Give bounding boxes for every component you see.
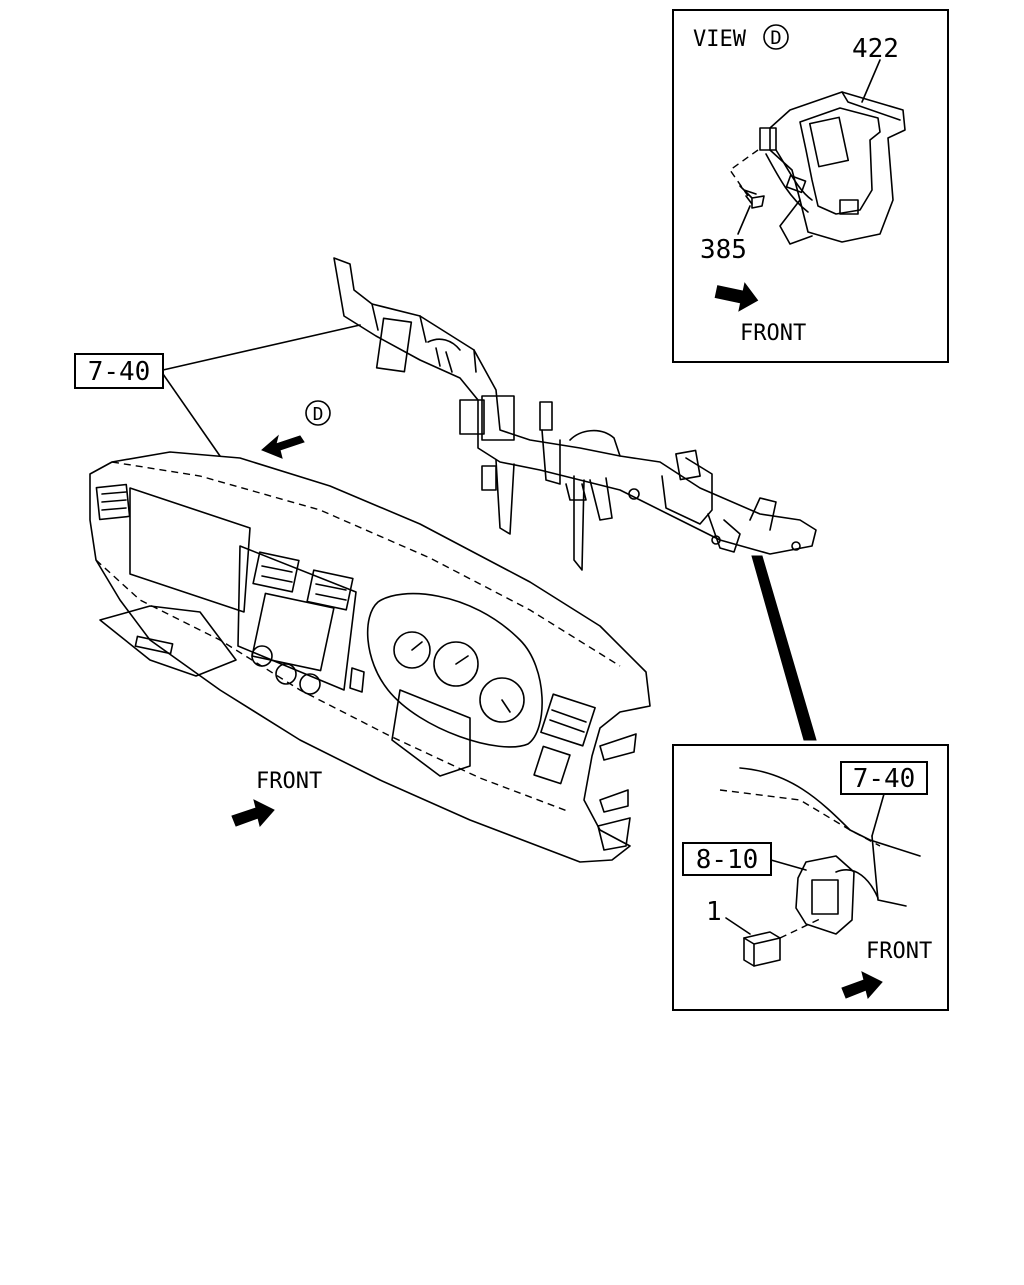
detail-dash-line [719,789,881,847]
leader-8-10 [770,859,807,871]
leader-7-40-beam [162,324,361,371]
front-label-main: FRONT [256,769,322,794]
relay-bracket [795,855,879,935]
instrument-panel [89,451,651,863]
front-arrow-icon [714,282,759,312]
callout-422: 422 [852,34,899,64]
view-d-marker-letter: D [313,404,324,425]
leader-385 [737,205,751,235]
callout-1: 1 [706,897,722,927]
front-label-detail: FRONT [866,939,932,964]
front-label-view-d: FRONT [740,321,806,346]
callout-8-10-box [682,842,772,876]
leader-422 [861,59,881,103]
detail-frame [672,744,949,1011]
leader-7-40-dash [162,373,221,457]
relay-part [743,931,781,967]
front-arrow-main-icon [231,799,275,828]
front-arrow-detail-icon [841,971,883,1000]
relay-guide [779,917,823,939]
callout-385: 385 [700,235,747,265]
callout-7-40: 7-40 [88,357,151,387]
callout-detail-7-40: 7-40 [853,764,916,794]
detail-panel-edge-2 [871,835,907,907]
view-d-inset: VIEW D 422 385 FRONT [672,9,949,363]
view-d-marker-circle [305,400,331,426]
leader-detail-7-40 [871,793,885,837]
view-d-letter: D [770,27,781,49]
view-d-circle [763,24,789,50]
callout-7-40-box [74,353,164,389]
view-d-label: VIEW [693,27,747,52]
leader-1 [725,917,751,935]
detail-leader-wedge [751,555,817,741]
view-d-frame [672,9,949,363]
view-d-arrow-icon [261,434,305,459]
detail-panel-edge [739,767,921,857]
cross-car-beam [333,257,817,571]
callout-8-10: 8-10 [696,845,759,875]
screw-part [739,185,765,209]
bracket-part [759,91,906,245]
main-assembly: 7-40 D [74,257,817,863]
detail-inset: 7-40 8-10 1 FRONT [672,744,949,1011]
